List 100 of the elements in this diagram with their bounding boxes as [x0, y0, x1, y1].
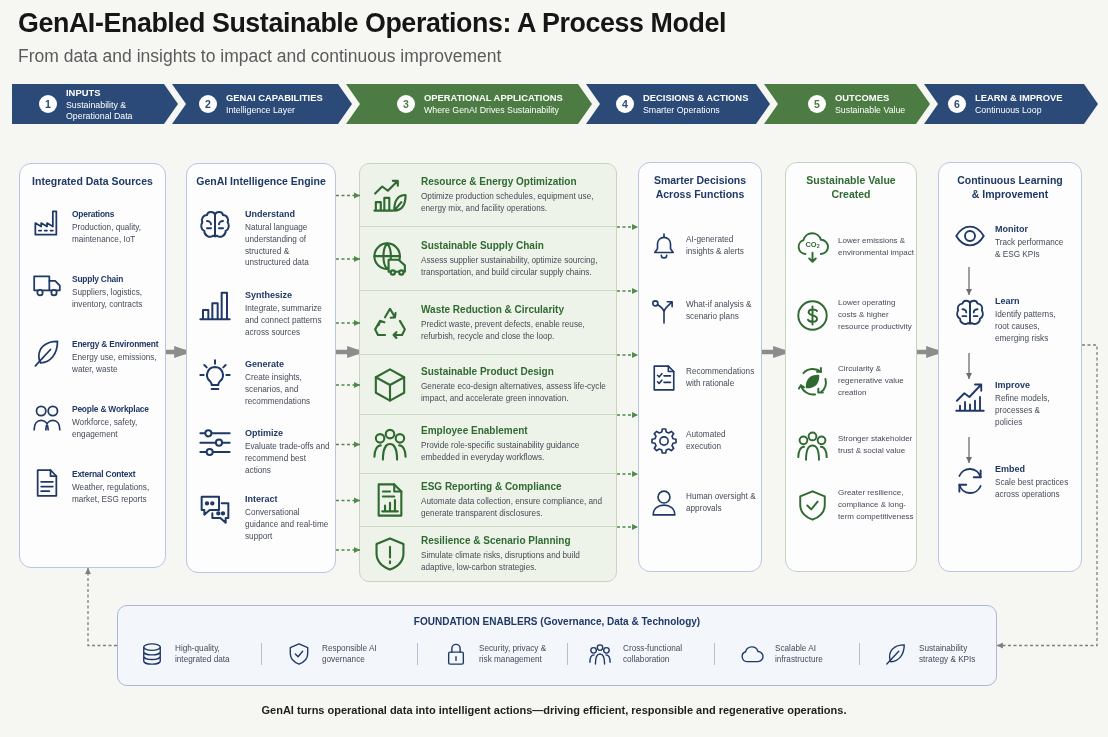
item-text: Scalable AI infrastructure	[775, 643, 824, 665]
item-description: Conversational guidance and real-time support	[245, 507, 330, 543]
item-description: Refine models, processes & policies	[995, 393, 1051, 429]
step-subtitle: Smarter Operations	[643, 105, 721, 116]
step-banner	[586, 84, 770, 124]
dashed-arrow	[616, 412, 639, 418]
item-text: Security, privacy & risk management	[479, 643, 548, 665]
item-description: Energy use, emissions, water, waste	[72, 352, 158, 376]
item-description: Track performance & ESG KPIs	[995, 237, 1065, 261]
item-description: Integrate, summarize and connect patterns across sources	[245, 303, 323, 339]
item-description: Automate data collection, ensure compliance, and generate transparent disclosures.	[421, 496, 604, 520]
item-title: Resource & Energy Optimization	[421, 175, 578, 189]
dashed-arrow	[335, 497, 361, 504]
item-title: External Context	[72, 468, 137, 480]
step-banner	[764, 84, 930, 124]
step-banner	[172, 84, 352, 124]
step-subtitle: Sustainable Value	[835, 105, 906, 116]
item-title: Generate	[245, 358, 286, 370]
item-title: Synthesize	[245, 289, 294, 301]
arrow	[966, 436, 972, 464]
column-heading: Integrated Data Sources	[31, 174, 154, 188]
item-text: AI-generated insights & alerts	[686, 234, 745, 258]
step-title: INPUTS	[66, 87, 102, 99]
dashed-arrow	[335, 547, 361, 553]
item-text: Circularity & regenerative value creation	[838, 363, 905, 399]
item-title: People & Workplace	[72, 403, 150, 415]
caption: GenAI turns operational data into intelligent actions—driving efficient, responsible and regenerative operations.	[260, 704, 848, 716]
dashed-arrow	[85, 567, 118, 647]
item-title: Improve	[995, 379, 1031, 391]
item-text: Cross-functional collaboration	[623, 643, 684, 665]
column-card	[186, 163, 336, 573]
item-description: Generate eco-design alternatives, assess life-cycle impact, and accelerate green innovation.	[421, 380, 607, 405]
item-description: Natural language understanding of structured & unstructured data	[245, 222, 310, 270]
step-title: OUTCOMES	[835, 92, 891, 105]
item-text: Recommendations with rationale	[686, 366, 756, 390]
column-card	[785, 162, 917, 572]
applications-panel	[359, 163, 617, 582]
dashed-arrow	[616, 524, 639, 530]
item-title: Optimize	[245, 427, 284, 439]
item-description: Identify patterns, root causes, emerging risks	[995, 309, 1057, 345]
item-title: Embed	[995, 463, 1026, 475]
item-title: Learn	[995, 295, 1021, 307]
step-banner	[924, 84, 1098, 124]
step-subtitle: Intelligence Layer	[226, 105, 296, 116]
item-title: Energy & Environment	[72, 338, 160, 350]
item-description: Workforce, safety, engagement	[72, 417, 139, 441]
step-title: LEARN & IMPROVE	[975, 92, 1063, 105]
dashed-arrow	[616, 352, 639, 358]
item-description: Optimize production schedules, equipment use, energy mix, and facility operations.	[421, 191, 595, 215]
item-text: High-quality, integrated data	[175, 643, 231, 665]
item-text: Lower operating costs & higher resource productivity	[838, 297, 913, 333]
step-title: DECISIONS & ACTIONS	[643, 92, 749, 105]
item-title: ESG Reporting & Compliance	[421, 480, 563, 494]
step-banner	[346, 84, 592, 124]
column-card	[638, 162, 762, 572]
item-title: Waste Reduction & Circularity	[421, 302, 565, 316]
step-subtitle: Continuous Loop	[975, 105, 1043, 116]
dashed-arrow	[335, 256, 361, 262]
step-title: OPERATIONAL APPLICATIONS	[424, 92, 563, 105]
item-description: Predict waste, prevent defects, enable reuse, refurbish, recycle and close the loop.	[421, 318, 586, 343]
column-heading: GenAI Intelligence Engine	[195, 174, 327, 188]
foundation-panel	[117, 605, 997, 686]
step-subtitle: Sustainability & Operational Data	[66, 100, 134, 121]
item-title: Understand	[245, 208, 296, 220]
item-description: Assess supplier sustainability, optimize sourcing, transportation, and build circular supply chains.	[421, 254, 599, 279]
item-title: Operations	[72, 208, 116, 220]
column-card	[938, 162, 1082, 572]
dashed-arrow	[335, 441, 361, 448]
item-description: Production, quality, maintenance, IoT	[72, 222, 143, 246]
arrow	[966, 352, 972, 380]
item-text: Sustainability strategy & KPIs	[919, 643, 977, 665]
column-heading: Smarter Decisions Across Functions	[652, 173, 748, 201]
item-text: Human oversight & approvals	[686, 491, 757, 515]
item-text: Responsible AI governance	[322, 643, 378, 665]
item-title: Interact	[245, 493, 279, 505]
diagram-title: GenAI-Enabled Sustainable Operations: A Process Model	[18, 8, 726, 39]
dashed-arrow	[616, 224, 639, 230]
column-card	[19, 163, 166, 568]
item-title: Resilience & Scenario Planning	[421, 534, 572, 548]
item-text: Lower emissions & environmental impact	[838, 235, 916, 259]
item-title: Sustainable Supply Chain	[421, 238, 545, 252]
dashed-arrow	[335, 382, 361, 388]
column-heading: Sustainable Value Created	[805, 173, 897, 201]
dashed-arrow	[335, 192, 361, 199]
dashed-arrow	[616, 471, 639, 477]
item-description: Evaluate trade-offs and recommend best actions	[245, 441, 331, 477]
step-subtitle: Where GenAI Drives Sustainability	[424, 105, 560, 116]
panel-heading: FOUNDATION ENABLERS (Governance, Data & Technology)	[412, 615, 702, 628]
step-banner	[12, 84, 178, 124]
column-heading: Continuous Learning & Improvement	[957, 173, 1063, 201]
item-description: Weather, regulations, market, ESG reports	[72, 482, 151, 506]
item-description: Scale best practices across operations	[995, 477, 1069, 501]
item-title: Employee Enablement	[421, 424, 529, 438]
item-description: Simulate climate risks, disruptions and build adaptive, low-carbon strategies.	[421, 550, 581, 574]
item-text: Automated execution	[686, 429, 727, 453]
item-title: Sustainable Product Design	[421, 364, 555, 378]
item-title: Supply Chain	[72, 273, 125, 285]
item-description: Suppliers, logistics, inventory, contracts	[72, 287, 144, 311]
item-text: Greater resilience, compliance & long-term competitiveness	[838, 487, 915, 523]
item-text: What-if analysis & scenario plans	[686, 299, 753, 323]
